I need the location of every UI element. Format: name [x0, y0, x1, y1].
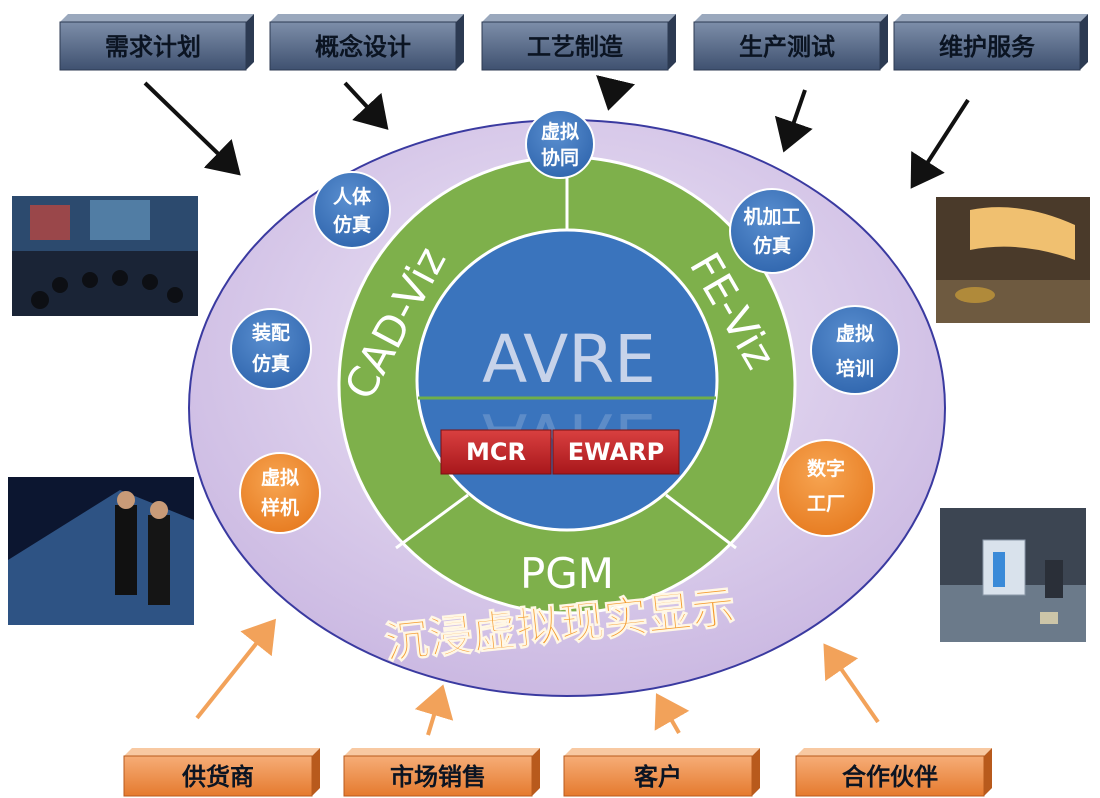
ring-label-pgm: PGM	[520, 549, 614, 598]
arrow-2	[343, 81, 389, 130]
top-arrows	[143, 75, 970, 189]
bubble-digital-factory: 数字 工厂	[777, 439, 875, 537]
stakeholder-label-1: 供货商	[181, 763, 254, 791]
bubble-machining-simulation: 机加工 仿真	[729, 188, 815, 274]
arrow-3	[596, 75, 636, 111]
arrow-4	[774, 89, 813, 153]
arrow-8	[654, 693, 690, 734]
svg-text:虚拟: 虚拟	[261, 466, 299, 489]
module-label-mcr: MCR	[466, 438, 526, 466]
svg-text:虚拟: 虚拟	[541, 120, 579, 143]
stage-label-5: 维护服务	[939, 33, 1036, 61]
svg-text:机加工: 机加工	[743, 206, 800, 228]
svg-text:人体: 人体	[333, 185, 372, 208]
stage-label-1: 需求计划	[105, 33, 201, 61]
stakeholder-box-supplier: 供货商	[123, 748, 320, 797]
svg-text:协同: 协同	[541, 146, 579, 169]
ring-divider-left	[395, 493, 469, 550]
bubble-assembly-simulation: 装配 仿真	[230, 308, 312, 390]
stage-box-maintenance-service: 维护服务	[893, 14, 1088, 71]
svg-text:工厂: 工厂	[807, 493, 845, 515]
cave-system-photo	[940, 508, 1086, 642]
stakeholder-box-customer: 客户	[563, 748, 760, 797]
business-handshake-photo	[8, 477, 194, 625]
svg-text:虚拟: 虚拟	[836, 322, 874, 345]
ring-divider-right	[665, 493, 737, 550]
stage-label-4: 生产测试	[739, 33, 835, 61]
top-stage-boxes: 需求计划 概念设计 工艺制造 生产测试 维护服务	[59, 14, 1088, 71]
bubble-virtual-training: 虚拟 培训	[810, 305, 900, 395]
stage-label-2: 概念设计	[315, 33, 411, 61]
arrow-6	[195, 618, 276, 720]
svg-text:装配: 装配	[251, 321, 290, 344]
stakeholder-label-3: 客户	[634, 763, 682, 791]
svg-text:仿真: 仿真	[753, 234, 791, 257]
bubble-virtual-prototype: 虚拟 样机	[239, 452, 321, 534]
bubble-virtual-collaboration: 虚拟 协同	[525, 109, 595, 179]
module-label-ewarp: EWARP	[568, 438, 664, 466]
stage-box-concept-design: 概念设计	[269, 14, 464, 71]
arrow-5	[910, 98, 970, 189]
bubble-human-simulation: 人体 仿真	[313, 171, 391, 249]
arrow-7	[414, 684, 454, 736]
svg-text:仿真: 仿真	[252, 352, 290, 375]
arrow-9	[823, 643, 880, 724]
svg-text:培训: 培训	[836, 357, 874, 380]
stage-box-requirement-plan: 需求计划	[59, 14, 254, 71]
stakeholder-box-partner: 合作伙伴	[795, 748, 992, 797]
bottom-arrows	[195, 618, 880, 736]
module-box-ewarp: EWARP	[552, 429, 680, 475]
module-box-mcr: MCR	[440, 429, 552, 475]
svg-text:数字: 数字	[807, 457, 845, 480]
stakeholder-label-4: 合作伙伴	[842, 763, 938, 791]
core-title: AVRE	[482, 321, 656, 398]
stakeholder-label-2: 市场销售	[390, 763, 486, 791]
svg-text:样机: 样机	[261, 496, 299, 519]
svg-text:仿真: 仿真	[333, 213, 371, 236]
stage-box-process-manufacturing: 工艺制造	[481, 14, 676, 71]
audience-theater-photo	[12, 196, 198, 316]
stage-label-3: 工艺制造	[527, 33, 623, 61]
stage-box-production-test: 生产测试	[693, 14, 888, 71]
arrow-1	[143, 81, 241, 176]
bottom-stakeholder-boxes: 供货商 市场销售 客户 合作伙伴	[123, 748, 992, 797]
curved-screen-room-photo	[936, 197, 1090, 323]
stakeholder-box-marketing-sales: 市场销售	[343, 748, 540, 797]
